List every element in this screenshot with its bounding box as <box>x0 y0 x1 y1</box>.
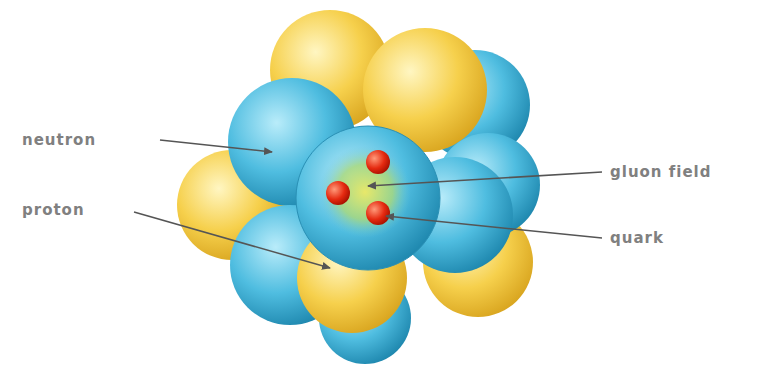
part-label: gluon field <box>610 163 711 181</box>
nucleons <box>177 10 540 364</box>
part-label: neutron <box>22 131 96 149</box>
leader-lines <box>134 140 602 268</box>
part-label: quark <box>610 229 664 247</box>
part-label: proton <box>22 201 85 219</box>
